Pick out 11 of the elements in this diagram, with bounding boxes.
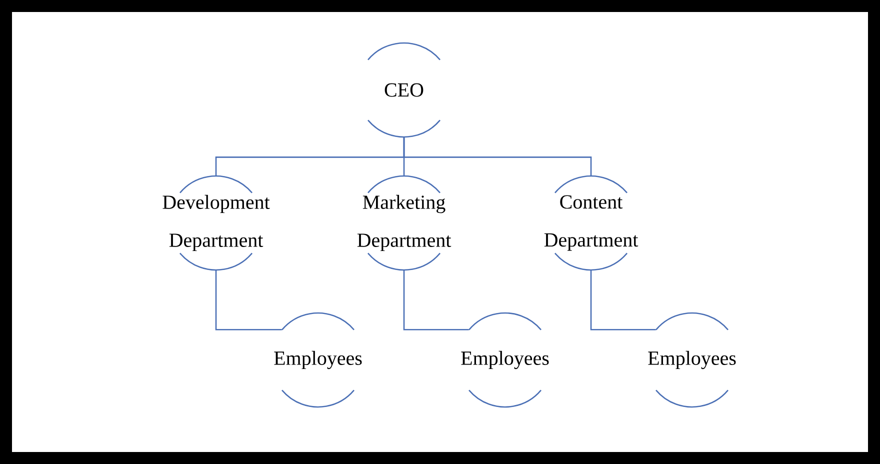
circle-node: Employees xyxy=(274,312,362,408)
circle-node: Development Department xyxy=(162,175,270,271)
circle-node: Marketing Department xyxy=(357,175,452,271)
circle-node: Employees xyxy=(648,312,736,408)
connector-line xyxy=(403,137,592,176)
circle-node: Content Department xyxy=(544,175,638,271)
connector-line xyxy=(215,270,282,330)
circle-node: Employees xyxy=(461,312,549,408)
connector-line xyxy=(590,270,656,330)
connector-line xyxy=(403,270,469,330)
circle-node: CEO xyxy=(368,42,440,138)
